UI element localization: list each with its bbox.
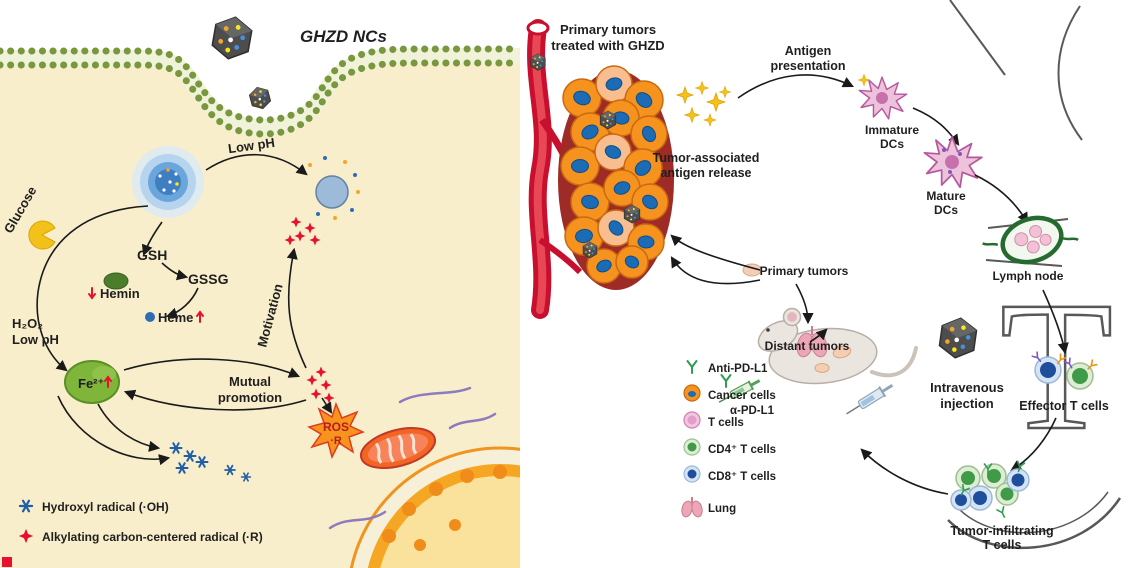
glucose-oxidase-icon (28, 220, 56, 250)
mouse-tumor-nodule (832, 345, 852, 359)
mutual-arrow-left (123, 389, 307, 411)
legend-r-label: Alkylating carbon-centered radical (·R) (42, 530, 263, 544)
iv-syringe-icon (846, 384, 894, 415)
endoplasmic-reticulum-icon (328, 386, 497, 530)
effector-t-cells-icon (1031, 351, 1098, 390)
mutual-arrow-right (123, 358, 301, 378)
particle-to-gsh-arrow (141, 221, 163, 257)
mouse-tumor-nodule-2 (814, 363, 830, 373)
tumor-infiltrating-t-cells-icon (950, 460, 1030, 520)
primary-tumors-treated-label-2: treated with GHZD (551, 38, 664, 53)
lung-icon (681, 497, 703, 518)
right-legend: Anti-PD-L1 Cancer cells T cells CD4⁺ T c… (681, 360, 776, 518)
tumor-infiltrating-label-1: Tumor-infiltrating (950, 524, 1053, 538)
legend-oh-label: Hydroxyl radical (·OH) (42, 500, 169, 514)
fe-label: Fe²⁺ (78, 376, 104, 391)
legend-anti-pdl1: Anti-PD-L1 (708, 363, 768, 375)
ros-label: ROS (323, 420, 349, 434)
mature-dc-icon (923, 135, 983, 189)
hemin-icon (103, 272, 129, 290)
legend-cd8: CD8⁺ T cells (708, 471, 776, 483)
effector-t-cells-label: Effector T cells (1019, 399, 1109, 413)
immature-dcs-label-1: Immature (865, 123, 919, 137)
tumor-associated-label-2: antigen release (660, 166, 751, 180)
gsh-label: GSH (137, 247, 167, 263)
legend-lung: Lung (708, 503, 736, 515)
tumor-infiltrating-label-2: T cells (983, 538, 1022, 552)
apdl1-label: α-PD-L1 (730, 405, 775, 417)
cd8-t-cell-icon (683, 465, 701, 483)
loop-to-radicals-arrow (57, 395, 171, 466)
ros-burst-icon (307, 401, 365, 460)
gsh-gssg-arrow (161, 262, 189, 281)
primary-tumors-treated-label-1: Primary tumors (560, 22, 656, 37)
to-primary-tumor-arrow-2 (670, 256, 761, 285)
legend-t-cells: T cells (708, 417, 744, 429)
heme-icon (145, 312, 155, 322)
gssg-heme-arrow (165, 287, 199, 319)
endosome-particle-icon (132, 146, 204, 218)
mutual-label-2: promotion (218, 390, 282, 405)
primary-tumors-label: Primary tumors (760, 264, 849, 278)
lymph-to-effector-arrow (1042, 289, 1069, 355)
antitumor-immunity-panel: T Primary tumors treated with (520, 0, 1131, 568)
infiltrating-to-mouse-arrow (860, 448, 949, 495)
mature-dcs-label-2: DCs (934, 203, 958, 217)
cd4-t-cell-icon (683, 438, 701, 456)
mutual-label-1: Mutual (229, 374, 271, 389)
tumor-associated-label-1: Tumor-associated (653, 151, 760, 165)
low-ph-label: Low pH (227, 135, 276, 156)
antigen-presentation-label-2: presentation (770, 59, 845, 73)
low-ph2-label: Low pH (12, 332, 59, 347)
dc-to-lymph-arrow (974, 174, 1029, 224)
antigen-presentation-arrow (737, 74, 855, 99)
mitochondria-icon (360, 427, 436, 469)
primary-tumor-icon (558, 65, 674, 290)
cancer-cell-icon (683, 384, 701, 402)
legend-cd4: CD4⁺ T cells (708, 444, 776, 456)
gssg-label: GSSG (188, 271, 229, 287)
immature-dc-icon (858, 74, 908, 120)
antigen-presentation-label-1: Antigen (785, 44, 832, 58)
effector-to-infiltrating-arrow (1010, 417, 1057, 472)
h2o2-label: H₂O₂ (12, 316, 43, 331)
intravenous-label-1: Intravenous (930, 380, 1004, 395)
degrading-particle-icon (308, 156, 360, 220)
corner-red-mark (2, 557, 12, 567)
dc-maturation-arrow (912, 107, 960, 146)
lymph-node-label: Lymph node (993, 269, 1064, 283)
ros-r-label: ·R (330, 435, 342, 447)
glucose-loop-arrow (36, 205, 149, 372)
t-cell-icon (683, 411, 701, 429)
distant-to-mouse-arrow (809, 328, 828, 343)
to-primary-tumor-arrow-1 (670, 234, 761, 271)
left-legend: Hydroxyl radical (·OH) Alkylating carbon… (18, 499, 263, 544)
apdl1-syringe-icon (718, 379, 761, 403)
low-ph-arrow (205, 153, 308, 176)
radicals-to-ros-arrow (321, 397, 333, 414)
fe-to-radicals-arrow (97, 403, 161, 452)
mature-dcs-label-1: Mature (926, 189, 966, 203)
legend-cancer-cells: Cancer cells (708, 390, 776, 402)
nucleus-icon (349, 446, 520, 568)
to-lungs-arrow (795, 283, 814, 325)
heme-label: Heme (158, 310, 193, 325)
intravenous-label-2: injection (940, 396, 994, 411)
immature-dcs-label-2: DCs (880, 137, 904, 151)
intracellular-mechanism-panel: GHZD NCs Low pH Glucose H₂O₂ Low pH Fe²⁺ (0, 0, 520, 568)
ghzd-title: GHZD NCs (300, 27, 387, 46)
hemin-label: Hemin (100, 286, 140, 301)
distant-tumors-label: Distant tumors (765, 339, 850, 353)
lymph-node-icon (982, 215, 1079, 265)
motivation-arrow (286, 247, 307, 369)
